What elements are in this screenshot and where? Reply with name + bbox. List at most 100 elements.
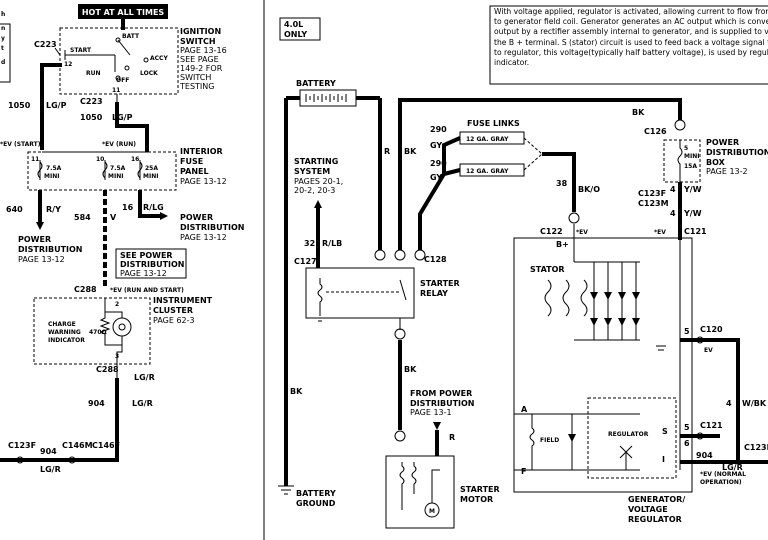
run-note: *EV (RUN) <box>102 141 136 148</box>
arrow-starting <box>314 200 322 208</box>
ignition-switch-box <box>59 27 179 95</box>
cluster-title: INSTRUMENT <box>153 296 213 305</box>
ind-3: INDICATOR <box>48 337 85 344</box>
accy-contact <box>143 57 149 63</box>
w904b-color: LG/R <box>40 465 61 474</box>
starting-4: 20-2, 20-3 <box>294 186 335 195</box>
fuse-panel-title2: FUSE <box>180 157 203 166</box>
solenoid-coil-2-icon <box>411 462 417 494</box>
cluster-wire-bot <box>116 336 123 364</box>
w904-color: LG/R <box>132 399 153 408</box>
fuse-panel-title3: PANEL <box>180 167 209 176</box>
motor-m: M <box>429 508 435 515</box>
see-pd-2: DISTRIBUTION <box>120 260 185 269</box>
starter-relay-box <box>305 267 415 319</box>
fpd-2: DISTRIBUTION <box>410 399 475 408</box>
arrow-16 <box>160 212 168 220</box>
diode-3-icon <box>618 292 626 300</box>
fuse-panel-page: PAGE 13-12 <box>180 177 227 186</box>
hot-label: HOT AT ALL TIMES <box>82 8 165 17</box>
c288b-label: C288 <box>96 365 119 374</box>
w4a-color: Y/W <box>683 185 702 194</box>
hot-at-all-times-box <box>78 4 168 19</box>
fpd-1: FROM POWER <box>410 389 472 398</box>
normal-note-1: *EV (NORMAL <box>700 471 746 478</box>
battery-symbol <box>299 89 357 107</box>
c128-terminal <box>414 249 426 261</box>
generator-box <box>513 237 693 493</box>
c223b-label: C223 <box>80 97 103 106</box>
switch-wiper <box>117 39 131 56</box>
see-pd-1: SEE POWER <box>120 251 173 260</box>
fuse-link-join <box>523 137 543 171</box>
w32-num: 32 <box>304 239 315 248</box>
c223-top-pointer <box>54 47 61 56</box>
ground-icon <box>278 485 294 495</box>
starter-terminal <box>394 430 406 442</box>
wire-38 <box>542 152 576 212</box>
pdb-2: DISTRIBUTION <box>706 148 768 157</box>
w1050a-color: LG/P <box>46 101 67 110</box>
c146-connector <box>68 456 76 464</box>
starter-1: STARTER <box>460 485 500 494</box>
diode-1-icon <box>590 292 598 300</box>
instrument-cluster-box <box>33 297 151 365</box>
pin-12: 12 <box>64 61 72 68</box>
fl2-label: 12 GA. GRAY <box>466 168 509 175</box>
stator-windings-icon <box>544 279 588 317</box>
w1050a-num: 1050 <box>8 101 31 110</box>
off-contact <box>115 75 121 81</box>
cut-box <box>0 23 11 83</box>
w-bk-label: BK <box>404 147 417 156</box>
diode-2-icon <box>604 292 612 300</box>
reg-s: S <box>662 427 668 436</box>
gen-p6: 6 <box>684 439 690 448</box>
ignition-page: PAGE 13-16 <box>180 46 227 55</box>
fuse-2-rating: 7.5A <box>110 165 126 172</box>
fuse-links-label: FUSE LINKS <box>467 119 520 128</box>
see-pd-box <box>115 248 187 279</box>
fuse-1-type: MINI <box>44 173 59 180</box>
fp-pin-11: 11 <box>31 156 39 163</box>
w290a-color: GY <box>430 141 442 150</box>
fuse-3-icon <box>137 161 143 179</box>
gen-p5b: 5 <box>684 423 690 432</box>
pin-11: 11 <box>112 87 120 94</box>
c288a-note: *EV (RUN AND START) <box>110 287 184 294</box>
diode-6-icon <box>604 318 612 326</box>
gen-bplus: B+ <box>556 240 569 249</box>
w38-num: 38 <box>556 179 568 188</box>
solenoid-coil-icon <box>399 462 405 510</box>
fp-pin-16: 16 <box>131 156 139 163</box>
c288b-color: LG/R <box>134 373 155 382</box>
charge-warning-lamp-icon <box>112 317 132 337</box>
w-r2-label: R <box>449 433 455 442</box>
ignition-see2: 149-2 FOR <box>180 64 223 73</box>
cut-text-4: t <box>1 45 4 52</box>
w290a-num: 290 <box>430 125 447 134</box>
lamp-filament <box>118 323 126 331</box>
wire-290b <box>443 168 461 176</box>
c122-terminal <box>568 212 580 224</box>
description-fo: With voltage applied, regulator is activ… <box>494 7 768 67</box>
fuse-link-2 <box>459 163 525 177</box>
relay-2: RELAY <box>420 289 448 298</box>
w290b-num: 290 <box>430 159 447 168</box>
c122-note: *EV <box>576 229 588 236</box>
w-bk-ground: BK <box>290 387 303 396</box>
w1050b-color: LG/P <box>112 113 133 122</box>
w32-color: R/LB <box>322 239 342 248</box>
ignition-see3: SWITCH <box>180 73 211 82</box>
start-note: *EV (START) <box>0 141 41 148</box>
c288a-label: C288 <box>74 285 97 294</box>
w640-color: R/Y <box>46 205 61 214</box>
c120-note: EV <box>704 347 713 354</box>
ignition-title-2: SWITCH <box>180 37 216 46</box>
wire-1050-start <box>40 63 62 150</box>
accy-label: ACCY <box>150 55 168 62</box>
ignition-see: SEE PAGE <box>180 55 219 64</box>
relay-contact <box>399 279 407 301</box>
starting-3: PAGES 20-1, <box>294 177 343 186</box>
c223-top-label: C223 <box>34 40 57 49</box>
